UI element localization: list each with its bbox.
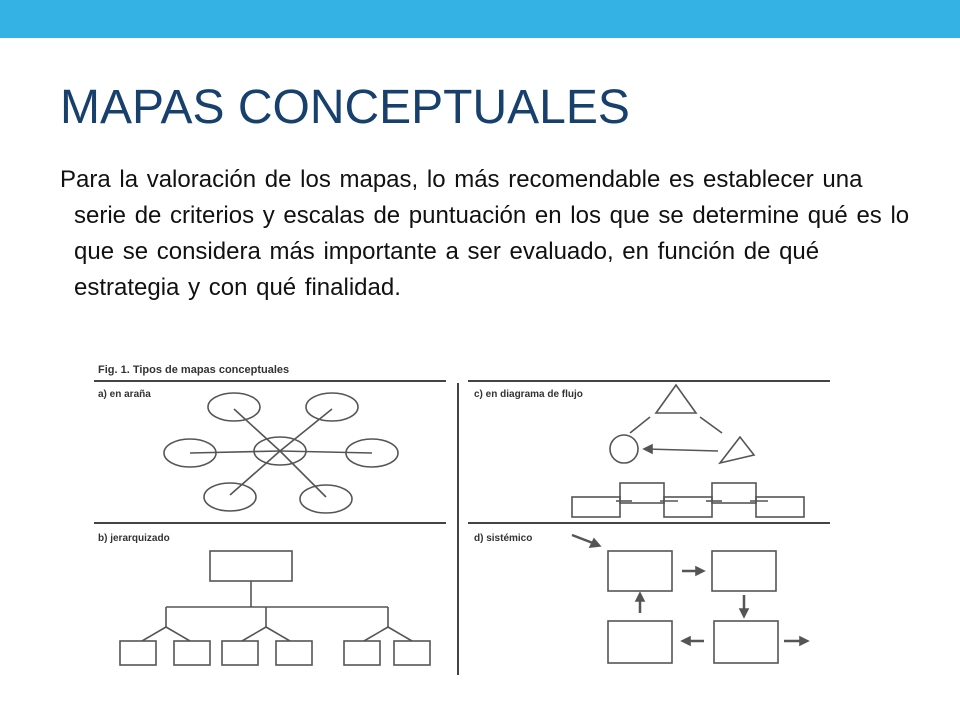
spider-node [305,392,359,422]
figure-canvas: Fig. 1. Tipos de mapas conceptuales a) e… [94,364,830,675]
flowchart-map-diagram [571,383,805,518]
system-box [713,620,779,664]
flow-step-box [755,496,805,518]
flow-triangle-top [654,383,698,414]
flow-step-box [619,482,665,504]
system-box [711,550,777,592]
system-box [607,620,673,664]
hierarchy-leaf-box [221,640,259,666]
hierarchy-root-box [209,550,293,582]
panel-label-spider: a) en araña [98,389,151,400]
flow-step-box [711,482,757,504]
hierarchy-leaf-box [173,640,211,666]
spider-node [203,482,257,512]
spider-center-node [253,436,307,466]
flow-step-box [571,496,621,518]
spider-node [163,438,217,468]
spider-node [345,438,399,468]
hierarchy-leaf-box [343,640,381,666]
panel-label-hierarchical: b) jerarquizado [98,533,170,544]
panel-label-systemic: d) sistémico [474,533,532,544]
flow-circle [609,434,639,464]
hierarchical-map-diagram [119,550,431,666]
flow-step-box [663,496,713,518]
top-accent-bar [0,0,960,38]
systemic-map-diagram [571,533,810,664]
hierarchy-leaf-box [275,640,313,666]
spider-map-diagram [163,392,399,514]
flow-triangle-right [717,435,756,465]
spider-node [299,484,353,514]
figure-caption: Fig. 1. Tipos de mapas conceptuales [98,364,289,376]
slide-body-text: Para la valoración de los mapas, lo más … [60,166,910,301]
concept-map-types-figure: Fig. 1. Tipos de mapas conceptuales a) e… [90,355,832,680]
hierarchy-leaf-box [393,640,431,666]
spider-node [207,392,261,422]
system-box [607,550,673,592]
slide-title: MAPAS CONCEPTUALES [60,81,630,134]
hierarchy-leaf-box [119,640,157,666]
panel-label-flowchart: c) en diagrama de flujo [474,389,583,400]
